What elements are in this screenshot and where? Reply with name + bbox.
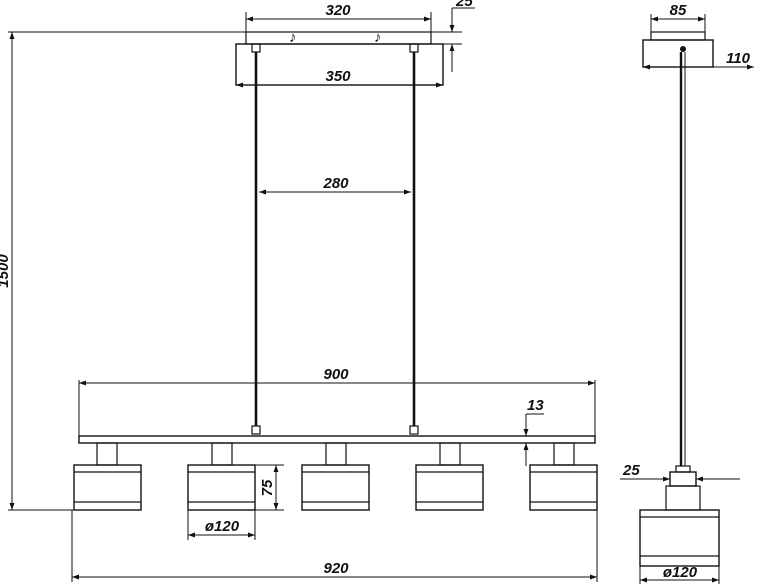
- side-stem-ring: [675, 465, 691, 473]
- dim-side-canopy-height: 110: [726, 50, 751, 67]
- side-cable-clamp: [680, 46, 686, 52]
- dim-canopy-thickness: 25: [455, 0, 473, 10]
- dim-side-canopy-width: 85: [670, 2, 687, 19]
- side-stem: [669, 471, 697, 487]
- canopy-top-plate: [245, 31, 432, 45]
- spotlight-2: [187, 442, 256, 511]
- cable-clamp-right: [409, 43, 419, 53]
- dim-shade-height: 75: [259, 479, 276, 496]
- side-canopy-top: [650, 31, 706, 41]
- side-stem-base: [665, 485, 701, 511]
- dim-canopy-width: 320: [325, 2, 351, 19]
- dim-side-shade-diameter: ø120: [663, 564, 698, 581]
- dim-bar-thickness: 13: [527, 397, 544, 414]
- cable-end-left: [251, 425, 261, 435]
- dim-overall-width: 920: [323, 560, 349, 577]
- dim-total-height: 1500: [0, 254, 12, 288]
- spotlight-1: [73, 442, 142, 511]
- front-view: ♪ ♪ 320 25 350 280 900: [0, 0, 598, 582]
- cable-end-right: [409, 425, 419, 435]
- spotlight-3: [301, 442, 370, 511]
- dim-bar-length: 900: [323, 366, 349, 383]
- dim-canopy-outer-width: 350: [325, 68, 351, 85]
- side-view: 85 110 25 ø120: [620, 2, 754, 584]
- light-bar: [78, 435, 596, 444]
- spotlight-5: [529, 442, 598, 511]
- dim-suspension-spacing: 280: [322, 175, 349, 192]
- dim-side-stem-width: 25: [622, 462, 640, 479]
- screw-symbol-left: ♪: [289, 29, 297, 46]
- screw-symbol-right: ♪: [374, 29, 382, 46]
- dim-shade-diameter: ø120: [205, 518, 240, 535]
- spotlight-4: [415, 442, 484, 511]
- side-shade: [639, 509, 720, 567]
- side-canopy: [642, 39, 714, 68]
- cable-clamp-left: [251, 43, 261, 53]
